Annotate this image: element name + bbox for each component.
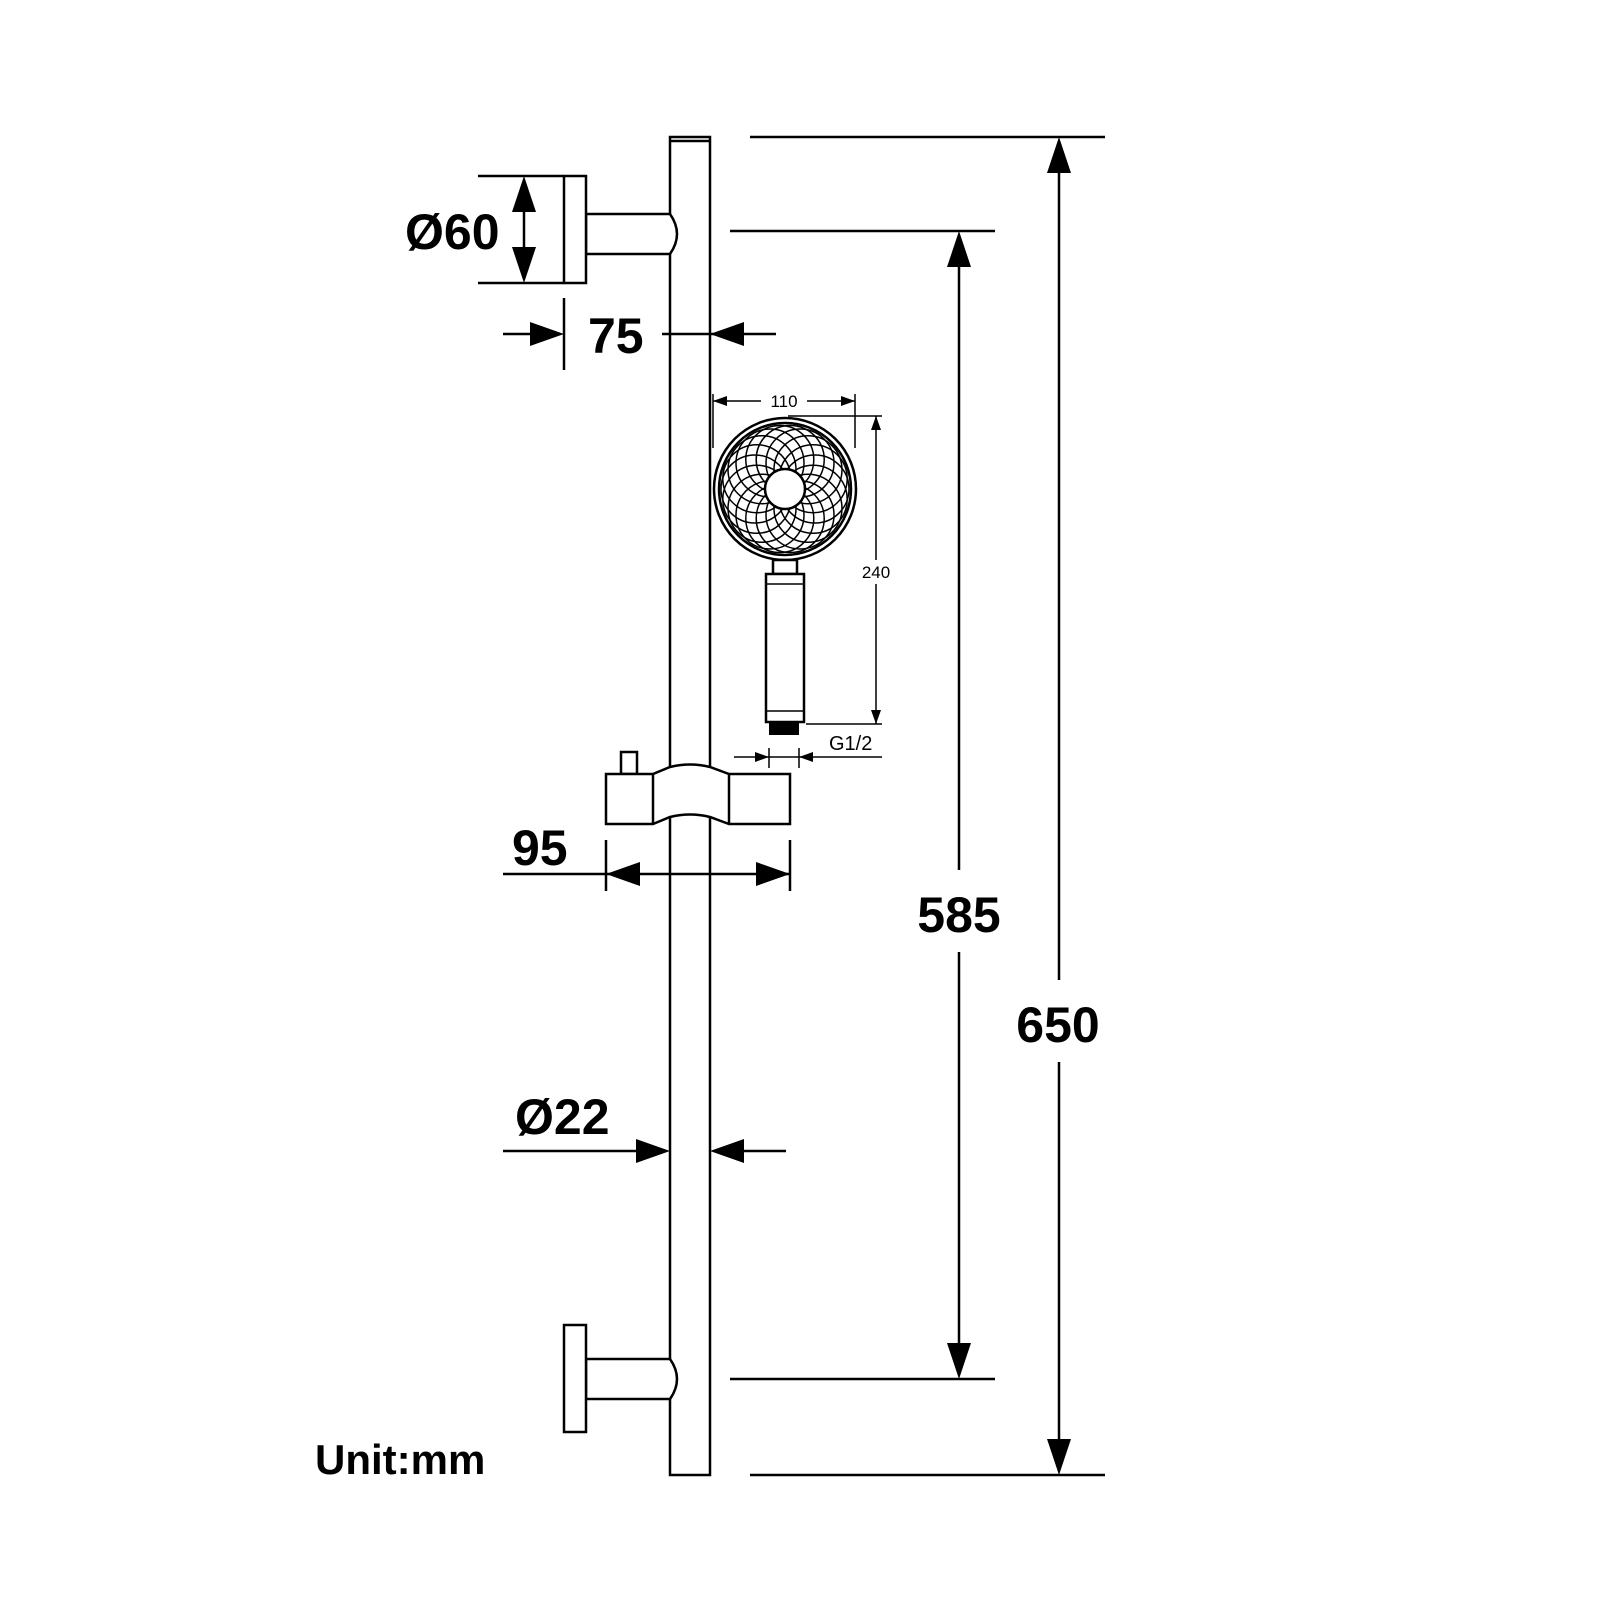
sliding-holder	[604, 750, 792, 826]
dim-rail-diameter-label: Ø22	[515, 1089, 610, 1145]
dim-wall-offset-label: 75	[588, 308, 644, 364]
top-bracket-arm	[584, 212, 679, 256]
bottom-bracket-flange	[562, 1323, 588, 1434]
holder-knob	[619, 750, 639, 776]
dim-head-width-label: 110	[770, 392, 797, 411]
dim-holder-width-label: 95	[512, 820, 568, 876]
handle-body	[764, 572, 806, 724]
bottom-wall-bracket	[562, 1323, 679, 1434]
dim-total-length: 650	[750, 135, 1105, 1477]
g12-thread-connector	[769, 722, 799, 735]
hand-shower	[712, 416, 858, 735]
spray-face-center	[763, 467, 807, 511]
handle-neck	[771, 558, 799, 576]
dim-rail-diameter: Ø22	[503, 1089, 786, 1163]
dim-handset-length: 240	[788, 415, 890, 725]
spray-pattern-ring	[727, 434, 797, 505]
dim-flange-diameter: Ø60	[405, 174, 564, 285]
dim-head-width: 110	[712, 392, 856, 448]
dim-handset-length-label: 240	[862, 563, 890, 582]
dim-holder-width: 95	[503, 820, 792, 891]
spray-pattern-ring	[773, 434, 843, 505]
dim-bracket-spacing-label: 585	[917, 887, 1000, 943]
holder-body	[604, 763, 792, 826]
top-wall-bracket	[562, 174, 679, 285]
top-bracket-flange	[562, 174, 588, 285]
bottom-bracket-arm	[584, 1357, 679, 1401]
dim-flange-diameter-label: Ø60	[405, 204, 500, 260]
dim-wall-offset: 75	[503, 298, 776, 370]
dim-thread: G1/2	[734, 733, 882, 768]
dim-bracket-spacing: 585	[730, 229, 1001, 1381]
dim-thread-label: G1/2	[829, 733, 872, 755]
dim-total-length-label: 650	[1016, 997, 1099, 1053]
unit-label: Unit:mm	[315, 1436, 485, 1483]
